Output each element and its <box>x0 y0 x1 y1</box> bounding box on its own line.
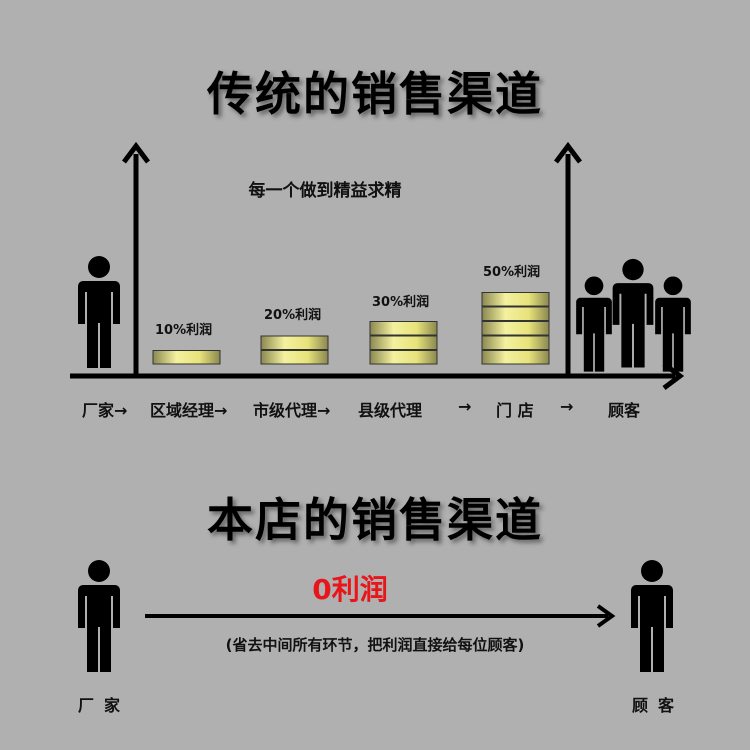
bar-label-50: 50%利润 <box>483 265 541 280</box>
person-icon <box>78 256 120 368</box>
chain-arrow: → <box>560 397 574 416</box>
coin-layer <box>481 321 550 336</box>
chain-customer: 顾客 <box>608 401 641 420</box>
chain-manufacturer: 厂家→ <box>82 401 128 420</box>
coin-layer <box>481 350 550 365</box>
chain-regional-manager: 区域经理→ <box>150 401 228 420</box>
manufacturer-label: 厂家 <box>78 696 131 715</box>
coin-layer <box>369 350 438 365</box>
coin-layer <box>481 335 550 350</box>
traditional-subtitle: 每一个做到精益求精 <box>248 181 402 201</box>
zero-profit-label: 0利润 <box>312 573 388 606</box>
coin-layer <box>369 335 438 350</box>
chain-arrow: → <box>458 397 472 416</box>
crowd-icon <box>576 258 691 372</box>
coin-layer <box>260 350 329 365</box>
channel-note: (省去中间所有环节，把利润直接给每位顾客) <box>225 636 525 654</box>
chain-city-agent: 市级代理→ <box>253 401 331 420</box>
arrow-up-icon <box>554 141 582 377</box>
chain-store: 门 店 <box>496 401 534 420</box>
coin-layer <box>260 335 329 350</box>
bar-label-20: 20%利润 <box>264 308 322 323</box>
arrow-right-icon <box>145 604 616 628</box>
coin-layer <box>481 306 550 321</box>
coin-layer <box>481 292 550 307</box>
person-icon <box>78 560 120 672</box>
profit-stacks <box>152 292 550 365</box>
our-title: 本店的销售渠道 <box>207 493 543 547</box>
traditional-title: 传统的销售渠道 <box>207 67 543 121</box>
chain-county-agent: 县级代理 <box>358 401 423 420</box>
coin-layer <box>369 321 438 336</box>
bar-label-10: 10%利润 <box>155 323 213 338</box>
arrow-up-icon <box>122 141 150 377</box>
coin-layer <box>152 350 221 365</box>
bar-label-30: 30%利润 <box>372 295 430 310</box>
customer-label: 顾客 <box>632 696 685 715</box>
person-icon <box>631 560 673 672</box>
